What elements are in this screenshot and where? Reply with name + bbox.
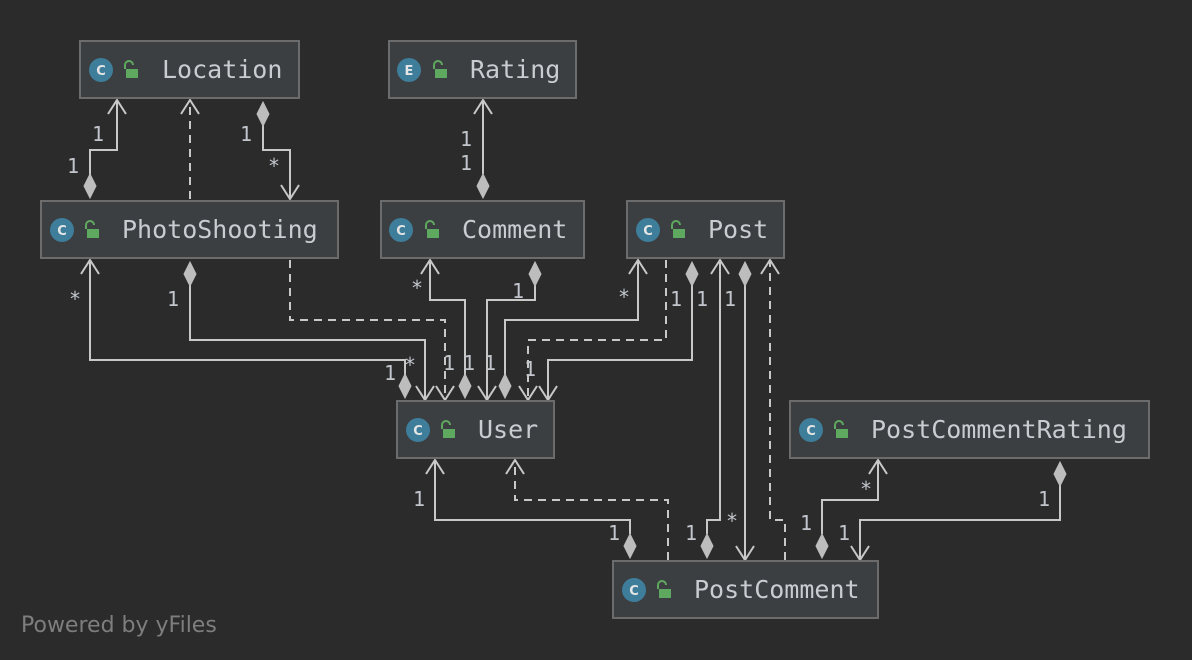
- enum-icon: E: [397, 58, 421, 82]
- lock-icon: [425, 220, 439, 238]
- multiplicity-label: 1: [608, 521, 620, 545]
- lock-icon: [441, 420, 455, 438]
- multiplicity-label: 1: [384, 361, 396, 385]
- svg-text:E: E: [405, 64, 414, 79]
- edge-photoshooting-user[interactable]: [189, 284, 426, 400]
- powered-by-footer: Powered by yFiles: [21, 613, 217, 638]
- multiplicity-label: 1: [838, 521, 850, 545]
- multiplicity-label: 1: [696, 287, 708, 311]
- multiplicity-label: 1: [685, 521, 697, 545]
- svg-text:C: C: [643, 224, 653, 239]
- class-node-user[interactable]: C User: [396, 400, 555, 459]
- multiplicity-label: 1: [670, 287, 682, 311]
- class-icon: C: [799, 418, 823, 442]
- class-node-postcomment[interactable]: C PostComment: [612, 560, 879, 619]
- edges: [80, 98, 1067, 562]
- multiplicity-labels: 1 1 1 * 1 1 * 1 * 1 * 1 1 1 * 1 1 1 1 1 …: [67, 122, 1050, 545]
- multiplicity-label: 1: [67, 154, 79, 178]
- edge-post-user[interactable]: [547, 284, 693, 400]
- multiplicity-label: 1: [240, 122, 252, 146]
- multiplicity-label: 1: [460, 151, 472, 175]
- multiplicity-label: 1: [524, 357, 536, 381]
- svg-text:C: C: [396, 224, 406, 239]
- edge-postcomment-post[interactable]: [706, 260, 721, 534]
- multiplicity-label: 1: [92, 122, 104, 146]
- svg-text:C: C: [806, 424, 816, 439]
- class-node-comment[interactable]: C Comment: [380, 200, 585, 259]
- multiplicity-label: *: [69, 287, 81, 311]
- multiplicity-label: *: [726, 509, 738, 533]
- multiplicity-label: *: [268, 154, 280, 178]
- multiplicity-label: 1: [800, 511, 812, 535]
- class-name: PostCommentRating: [871, 415, 1127, 444]
- edge-user-comment[interactable]: [429, 260, 466, 386]
- class-node-photoshooting[interactable]: C PhotoShooting: [40, 200, 339, 259]
- edge-user-post[interactable]: [504, 260, 639, 386]
- multiplicity-label: 1: [512, 279, 524, 303]
- multiplicity-label: *: [411, 276, 423, 300]
- class-node-postcommentrating[interactable]: C PostCommentRating: [789, 400, 1150, 459]
- lock-icon: [85, 220, 99, 238]
- class-icon: C: [406, 418, 430, 442]
- multiplicity-label: 1: [167, 287, 179, 311]
- multiplicity-label: 1: [413, 487, 425, 511]
- class-name: PostComment: [694, 575, 860, 604]
- multiplicity-label: 1: [443, 351, 455, 375]
- multiplicity-label: 1: [724, 287, 736, 311]
- svg-text:C: C: [96, 64, 106, 79]
- enum-node-rating[interactable]: E Rating: [388, 40, 577, 99]
- lock-icon: [433, 60, 447, 78]
- multiplicity-label: 1: [484, 351, 496, 375]
- lock-icon: [671, 220, 685, 238]
- edge-postcommentrating-postcomment[interactable]: [859, 484, 1061, 560]
- class-name: User: [478, 415, 538, 444]
- edge-user-photoshooting[interactable]: [89, 260, 406, 386]
- class-icon: C: [50, 218, 74, 242]
- class-name: Post: [708, 215, 768, 244]
- edge-photoshooting-user-dependency[interactable]: [289, 260, 446, 400]
- edge-postcomment-user[interactable]: [434, 460, 631, 534]
- edge-postcomment-postcommentrating[interactable]: [821, 460, 879, 534]
- edge-location-photoshooting[interactable]: [262, 114, 291, 199]
- edge-comment-user[interactable]: [486, 284, 536, 400]
- class-icon: C: [622, 578, 646, 602]
- class-name: Location: [162, 55, 282, 84]
- class-name: Comment: [462, 215, 567, 244]
- multiplicity-label: 1: [463, 351, 475, 375]
- multiplicity-label: *: [618, 285, 630, 309]
- lock-icon: [124, 60, 138, 78]
- class-icon: C: [389, 218, 413, 242]
- class-icon: C: [89, 58, 113, 82]
- multiplicity-label: 1: [460, 127, 472, 151]
- svg-text:C: C: [413, 424, 423, 439]
- svg-text:C: C: [57, 224, 67, 239]
- multiplicity-label: 1: [1038, 487, 1050, 511]
- class-node-post[interactable]: C Post: [626, 200, 785, 259]
- lock-icon: [834, 420, 848, 438]
- svg-text:C: C: [629, 584, 639, 599]
- enum-name: Rating: [470, 55, 560, 84]
- class-name: PhotoShooting: [122, 215, 318, 244]
- edge-photoshooting-location[interactable]: [89, 100, 118, 186]
- multiplicity-label: *: [860, 477, 872, 501]
- edge-postcomment-post-dependency[interactable]: [769, 260, 786, 560]
- multiplicity-label: *: [404, 353, 416, 377]
- class-node-location[interactable]: C Location: [79, 40, 300, 99]
- edge-postcomment-user-dependency[interactable]: [514, 460, 669, 560]
- class-icon: C: [636, 218, 660, 242]
- lock-icon: [657, 580, 671, 598]
